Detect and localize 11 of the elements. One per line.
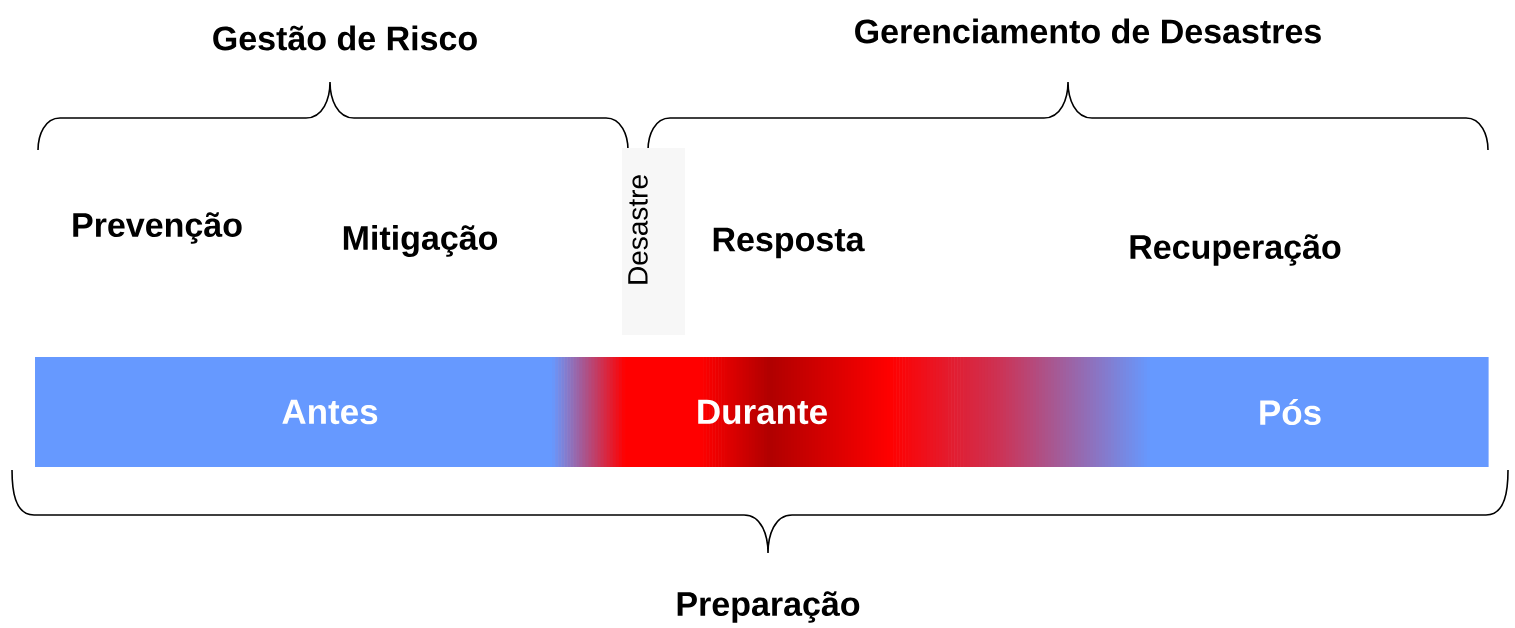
phase-label: Prevenção [73, 212, 242, 244]
phase-label: Recuperação [1130, 234, 1341, 266]
phase-label: Mitigação [343, 225, 498, 257]
bar-label: Antes [282, 399, 378, 425]
section-heading: Gestão de Risco [213, 25, 477, 51]
section-heading: Preparação [677, 591, 860, 623]
bar-label: Pós [1260, 399, 1321, 425]
bar-label: Durante [698, 399, 827, 425]
phase-label: Resposta [713, 227, 865, 259]
disaster-band: Desastre [622, 148, 685, 335]
section-heading: Gerenciamento de Desastres [855, 18, 1321, 44]
